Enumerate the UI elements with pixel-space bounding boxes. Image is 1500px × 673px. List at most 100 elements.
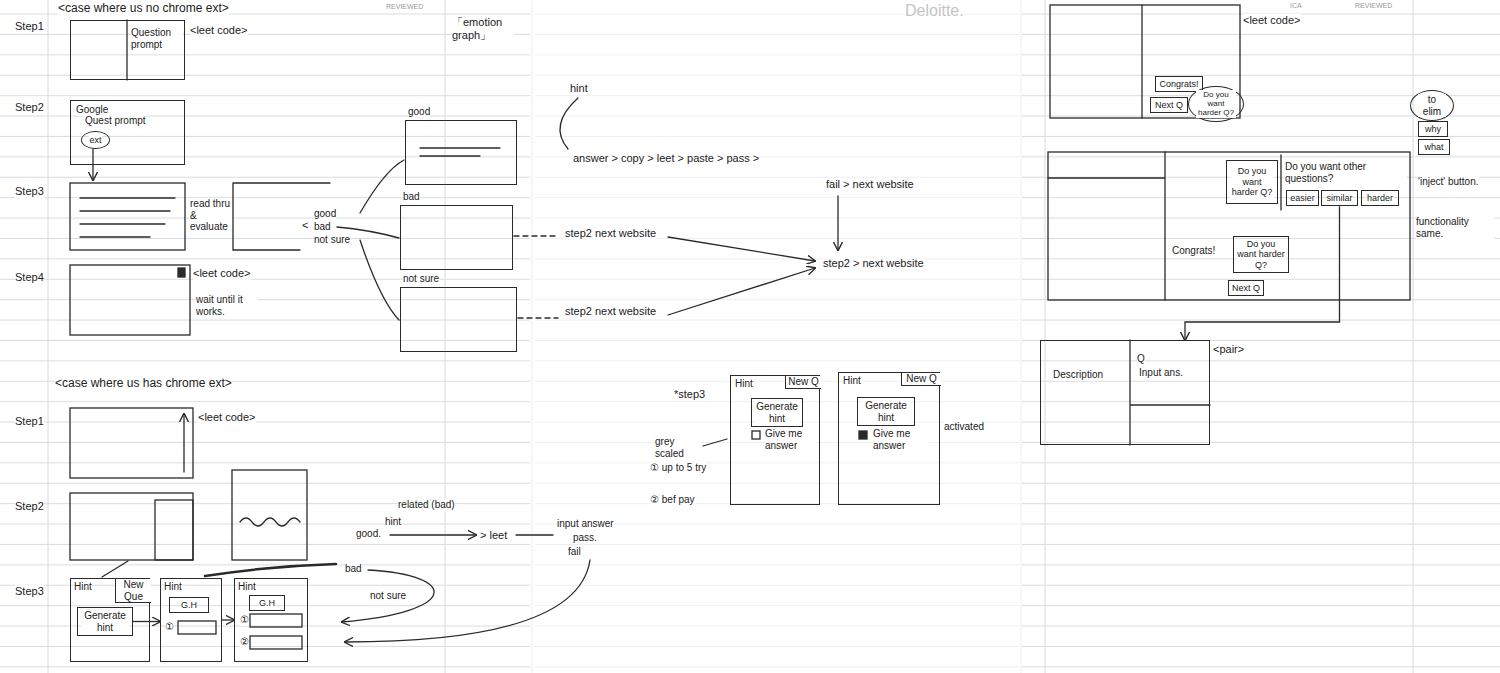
note-label: hint (385, 516, 401, 528)
page-edge (532, 0, 1021, 673)
box-text: Q (1137, 353, 1145, 365)
sketch-strokes (70, 5, 1410, 649)
checkbox (752, 431, 760, 439)
box-text: Give me answer (873, 428, 929, 451)
button-box: Generate hint (77, 607, 133, 636)
note-label: hint (570, 82, 588, 95)
box-text: Description (1053, 369, 1103, 381)
panel-divider (126, 20, 127, 80)
corner-icon (178, 268, 185, 277)
side-panel (155, 500, 193, 560)
connector (133, 621, 160, 622)
note-label: fail (568, 546, 581, 558)
box-text: New Que (115, 579, 151, 603)
box-text: ext (89, 135, 101, 145)
box-text: ① (165, 621, 174, 633)
box-text: not sure (403, 273, 439, 285)
box-text: Hint (843, 375, 861, 387)
note-label: ② bef pay (650, 494, 695, 506)
box-text: ① (240, 614, 249, 626)
checkbox (859, 431, 867, 439)
box-text: Do you want harder Q? (1230, 166, 1274, 197)
wireframe-box (70, 493, 193, 560)
button-box: Generate hint (751, 398, 803, 427)
flow-arrow (342, 570, 434, 622)
circled-note: Do you want harder Q? (1188, 86, 1244, 122)
note-label: grey scaled (655, 436, 700, 459)
panel-divider (1141, 5, 1142, 118)
wireframe-panel: Hint①②G.H (234, 578, 308, 662)
note-label: <case where us has chrome ext> (55, 377, 232, 391)
input-field (250, 636, 302, 649)
box-text: Hint (238, 581, 256, 593)
wireframe-box: GoogleQuest promptext (70, 100, 185, 165)
box-text: Next Q (1232, 283, 1260, 293)
box-text: Hint (735, 378, 753, 390)
button-box: Next Q (1228, 280, 1264, 296)
note-label: ① up to 5 try (650, 462, 706, 474)
note-label: <leet code> (198, 411, 256, 424)
box-text: Do you want harder Q? (1237, 239, 1285, 270)
note-label: step2 next website (565, 305, 656, 318)
text-placeholder-lines (80, 198, 175, 237)
box-text: Generate hint (755, 401, 799, 424)
note-label: Step1 (15, 415, 44, 428)
box-text: Hint (74, 581, 92, 593)
box-text: G.H (259, 598, 275, 608)
button-box: Next Q (1150, 97, 1188, 113)
flow-arrow (668, 268, 815, 315)
note-label: functionality same. (1416, 216, 1494, 239)
note-label: 「emotion graph」 (452, 16, 514, 41)
note-label: not sure (370, 590, 406, 602)
connector (222, 619, 234, 620)
button-box: similar (1321, 190, 1358, 206)
note-label: <pair> (1213, 343, 1244, 356)
note-label: input answer (557, 518, 614, 530)
note-label: <leet code> (190, 24, 248, 37)
panel-divider (1130, 340, 1210, 445)
wireframe-box (1048, 152, 1410, 300)
button-box: easier (1286, 190, 1319, 206)
box-text: New Q (901, 373, 941, 386)
box-text: Next Q (1155, 100, 1183, 110)
note-label: 'inject' button. (1418, 176, 1479, 188)
box-text: good (408, 106, 430, 118)
note-label: < (302, 219, 308, 232)
wireframe-panel: Hint①G.H (160, 578, 222, 662)
circled-note: ext (81, 131, 110, 149)
note-label: answer > copy > leet > paste > pass > (573, 152, 759, 165)
note-label: Congrats! (1172, 245, 1215, 257)
paper-page (1022, 0, 1500, 673)
note-label: REVIEWED (1355, 2, 1392, 10)
box-text: to elim (1418, 94, 1446, 117)
box-text: Generate hint (861, 400, 911, 423)
note-label: *step3 (674, 388, 705, 401)
margin-line (48, 0, 1413, 673)
box-text: Google (76, 104, 108, 116)
note-label: Do you want other questions? (1285, 161, 1407, 184)
emotion-box: good (405, 120, 517, 185)
dashed-leader (514, 236, 558, 318)
note-label: step2 next website (565, 227, 656, 240)
note-label: read thru & evaluate (190, 198, 232, 233)
flow-arrow (390, 534, 476, 535)
note-label: fail > next website (826, 178, 914, 191)
note-label: bad (345, 563, 362, 575)
note-label: <leet code> (1243, 14, 1301, 27)
emotion-box: not sure (400, 287, 517, 352)
input-field (178, 621, 216, 634)
wireframe-box (70, 265, 190, 335)
wireframe-box: Question prompt (70, 20, 185, 80)
note-label: <leet code> (193, 267, 251, 280)
input-field (250, 614, 302, 627)
box-text: Give me answer (765, 428, 817, 451)
box-text: Question prompt (131, 27, 183, 50)
note-label: <case where us no chrome ext> (58, 2, 229, 16)
heavy-stroke (205, 564, 336, 576)
note-label: Step4 (15, 271, 44, 284)
panel-divider (1048, 152, 1281, 300)
wireframe-box (232, 470, 307, 560)
prompt-box: Do you want harder Q? (1226, 160, 1278, 204)
leader-line (703, 439, 727, 446)
note-label: Step3 (15, 585, 44, 598)
